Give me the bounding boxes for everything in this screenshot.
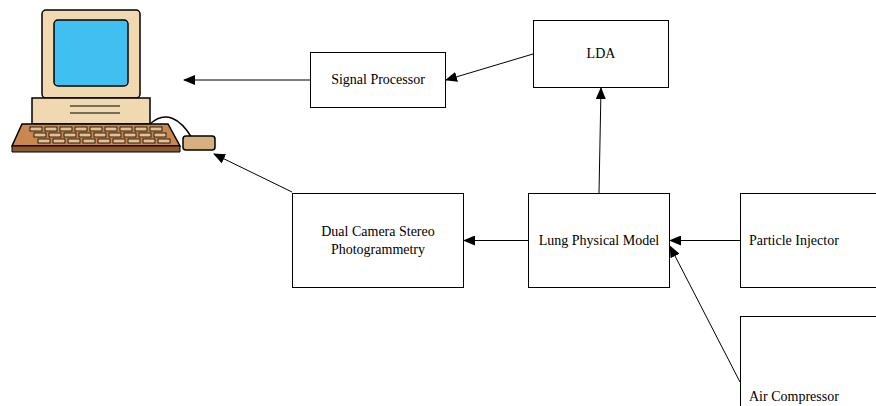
processor-box: Signal Processor xyxy=(310,52,446,108)
box-label: Air Compressor xyxy=(749,388,839,406)
base-unit xyxy=(32,98,150,124)
mouse-cord xyxy=(150,117,192,138)
monitor xyxy=(42,10,140,98)
output-arrow xyxy=(184,80,310,81)
flow-arrow xyxy=(446,54,533,80)
flow-arrow xyxy=(599,88,601,193)
box-label: Dual Camera Stereo Photogrammetry xyxy=(301,223,455,258)
keyboard xyxy=(12,124,180,146)
keys xyxy=(30,127,170,143)
box-label: Lung Physical Model xyxy=(539,232,660,250)
camera-box: Dual Camera Stereo Photogrammetry xyxy=(292,193,464,288)
instrument-box: LDA xyxy=(533,20,669,88)
model-box: Lung Physical Model xyxy=(528,193,670,288)
flow-arrow xyxy=(464,240,528,241)
mouse xyxy=(183,136,215,150)
box-label: Signal Processor xyxy=(331,71,425,89)
box-label: LDA xyxy=(587,45,616,63)
flow-arrow xyxy=(670,240,740,241)
box-label: Particle Injector xyxy=(749,232,839,250)
injector-box: Particle Injector xyxy=(740,193,876,288)
drive-slot xyxy=(70,113,120,114)
screen xyxy=(54,20,128,86)
output-arrow xyxy=(214,154,292,192)
flow-arrow xyxy=(670,246,740,382)
keyboard-edge xyxy=(12,146,180,152)
compressor-box: Air Compressor xyxy=(740,316,876,406)
drive-slot xyxy=(70,106,120,107)
